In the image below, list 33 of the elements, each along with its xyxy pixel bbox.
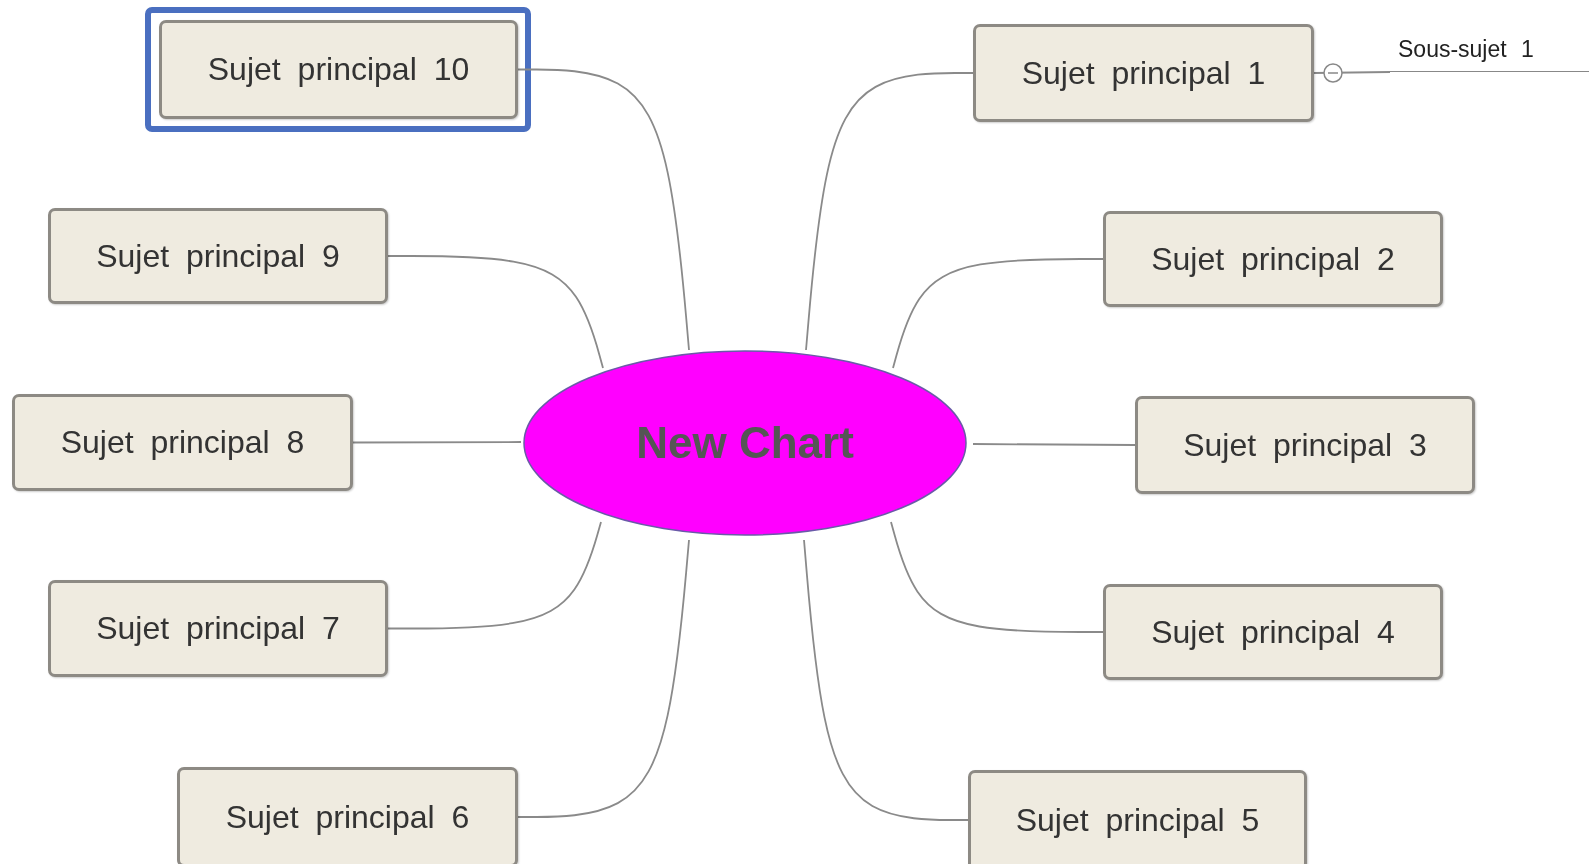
branch-line — [387, 521, 602, 630]
topic-label: Sujet principal 9 — [96, 237, 340, 275]
branch-line — [805, 72, 974, 351]
subtopic-label: Sous-sujet 1 — [1397, 36, 1534, 63]
topic-label: Sujet principal 7 — [96, 610, 340, 647]
branch-line — [517, 68, 690, 351]
topic-label: Sujet principal 6 — [225, 798, 470, 836]
topic-box — [968, 770, 1307, 864]
topic-label: Sujet principal 2 — [1151, 240, 1395, 278]
topic-label: Sujet principal 5 — [1015, 801, 1260, 839]
branch-line — [352, 441, 522, 444]
central-topic-label: New Chart — [636, 418, 854, 468]
topic-box — [973, 24, 1314, 122]
central-ellipse — [522, 349, 968, 537]
topic-label: Sujet principal 1 — [1021, 54, 1266, 92]
topic-box — [159, 20, 518, 119]
topic-label: Sujet principal 10 — [207, 51, 470, 88]
branch-line — [892, 258, 1104, 369]
topic-box — [177, 767, 518, 864]
branch-line — [803, 539, 969, 821]
branch-line — [972, 443, 1136, 446]
topic-box — [12, 394, 353, 491]
topic-box — [48, 580, 388, 677]
topic-box — [1135, 396, 1475, 494]
topic-box — [1103, 211, 1443, 307]
topic-box — [1103, 584, 1443, 680]
branch-line — [387, 255, 604, 369]
branch-line — [890, 521, 1104, 633]
topic-box — [48, 208, 388, 304]
topic-label: Sujet principal 8 — [60, 424, 305, 461]
topic-label: Sujet principal 4 — [1151, 613, 1395, 651]
branch-line — [517, 539, 690, 818]
topic-label: Sujet principal 3 — [1183, 426, 1427, 464]
